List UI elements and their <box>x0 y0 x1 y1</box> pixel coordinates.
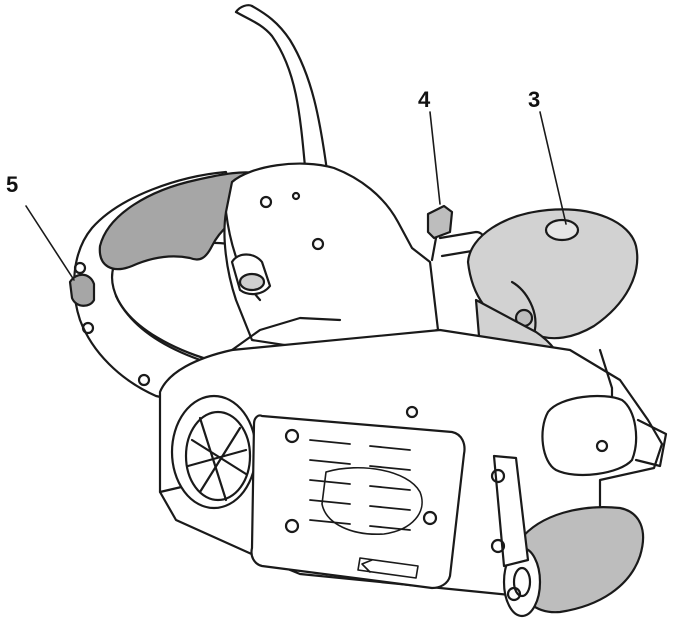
leader-4 <box>429 111 441 205</box>
power-cord <box>234 10 308 180</box>
lock-button <box>68 273 96 307</box>
leader-3 <box>539 111 567 225</box>
sanding-belt <box>516 506 645 614</box>
dust-port-icon <box>170 394 258 510</box>
direction-arrow-icon <box>357 557 419 579</box>
vent-plate <box>250 414 466 590</box>
motor-housing <box>223 162 440 354</box>
belt-release-lever <box>426 204 454 240</box>
callout-4: 4 <box>418 87 431 112</box>
callout-5: 5 <box>6 172 19 197</box>
leader-5 <box>25 205 75 281</box>
callout-3: 3 <box>528 87 541 112</box>
